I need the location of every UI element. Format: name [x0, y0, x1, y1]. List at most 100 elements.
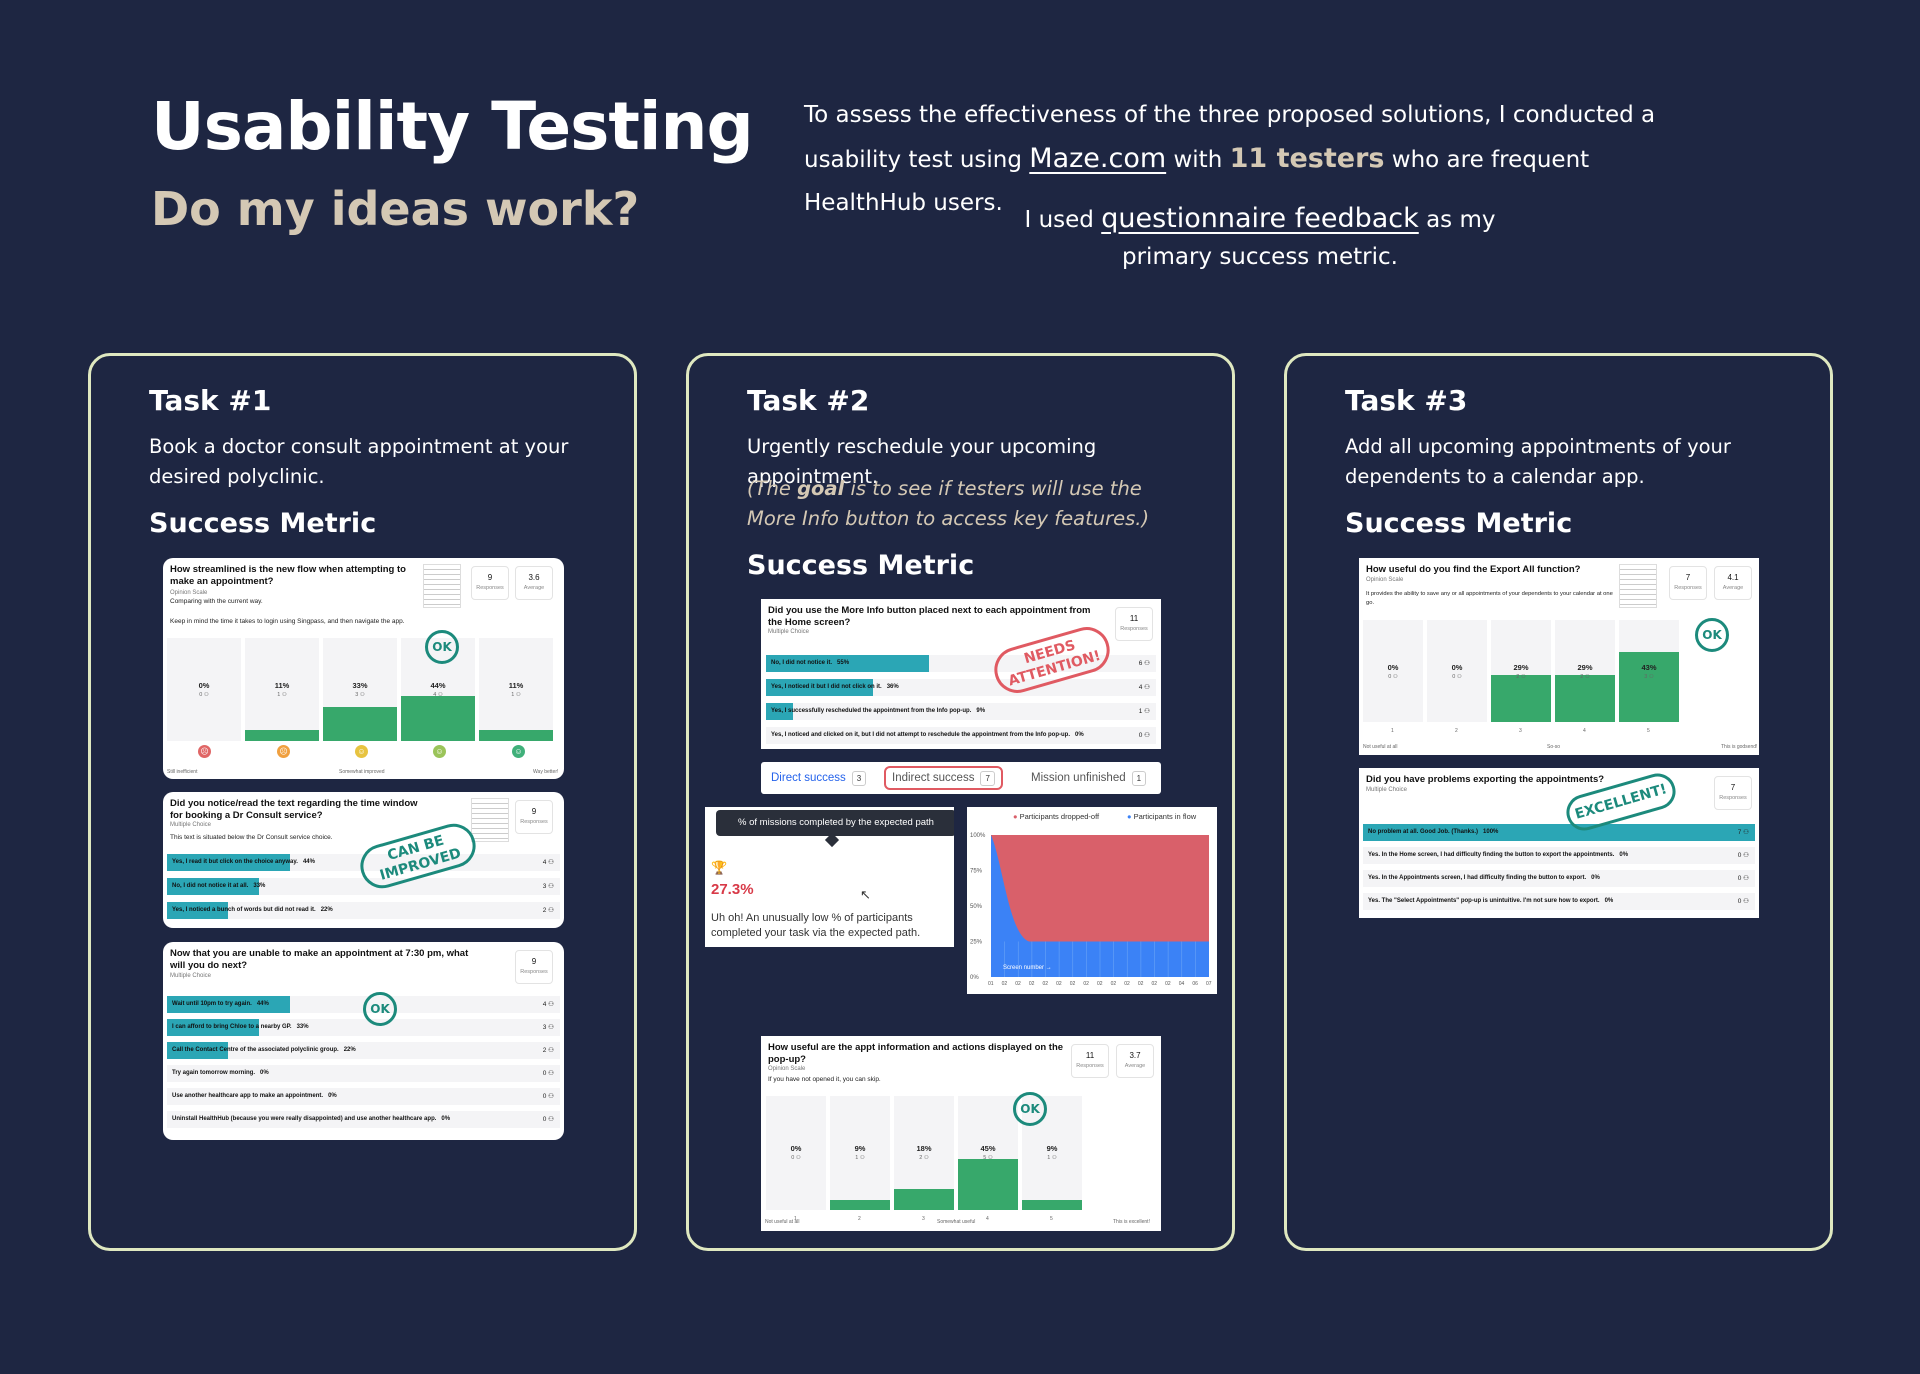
mission-percentage: 27.3% — [711, 881, 754, 898]
column-count: 4 ⚇ — [433, 692, 443, 699]
option-count: 4 ⚇ — [542, 1001, 554, 1008]
column-count: 3 ⚇ — [1644, 673, 1654, 680]
page-subtitle: Do my ideas work? — [151, 182, 640, 236]
task-1-title: Task #1 — [149, 384, 272, 417]
option-bar — [167, 854, 290, 871]
sad-face-icon: ☹ — [198, 745, 211, 758]
task-3-title: Task #3 — [1345, 384, 1468, 417]
column-x-label: 3 — [922, 1216, 925, 1222]
opinion-column: 11%1 ⚇ — [479, 638, 553, 741]
dropoff-chart: ● Participants dropped-off ● Participant… — [967, 807, 1217, 994]
option-row: Uninstall HealthHub (because you were re… — [167, 1111, 560, 1128]
questionnaire-link[interactable]: questionnaire feedback — [1101, 203, 1419, 234]
option-percent: 9% — [976, 708, 986, 714]
scale-low: Still inefficient — [167, 769, 198, 775]
y-tick-label: 100% — [970, 833, 986, 839]
x-tick-label: 01 — [988, 981, 994, 987]
option-bar — [167, 878, 260, 895]
opinion-column: 29%2 ⚇ — [1491, 620, 1551, 722]
option-text: Try again tomorrow morning. — [172, 1070, 256, 1076]
option-bar — [1363, 824, 1755, 841]
column-fill — [401, 695, 475, 741]
question-type: Multiple Choice — [170, 822, 212, 828]
option-text: No, I did not notice it. — [771, 660, 832, 666]
option-count: 0 ⚇ — [1737, 852, 1749, 859]
opinion-column: 0%0 ⚇ — [167, 638, 241, 741]
column-percent: 43% — [1641, 662, 1657, 672]
x-tick-label: 02 — [1056, 981, 1062, 987]
x-tick-label: 02 — [1015, 981, 1021, 987]
scale-high: Way better! — [533, 769, 559, 775]
opinion-column: 33%3 ⚇ — [323, 638, 397, 741]
column-fill — [1619, 651, 1679, 722]
maze-link[interactable]: Maze.com — [1029, 143, 1167, 174]
option-label: Yes, I noticed a bunch of words but did … — [172, 902, 333, 919]
option-label: Yes. In the Home screen, I had difficult… — [1368, 847, 1628, 864]
option-percent: 22% — [343, 1047, 356, 1053]
task-2-metric-heading: Success Metric — [747, 550, 975, 581]
task-1-metric-heading: Success Metric — [149, 508, 377, 539]
page-title: Usability Testing — [151, 88, 754, 165]
option-label: Yes. The "Select Appointments" pop-up is… — [1368, 893, 1613, 910]
option-row: Yes. The "Select Appointments" pop-up is… — [1363, 893, 1755, 910]
column-x-label: 4 — [986, 1216, 989, 1222]
legend-in-flow: ● Participants in flow — [1127, 812, 1197, 821]
option-count: 0 ⚇ — [1737, 875, 1749, 882]
option-text: Yes. The "Select Appointments" pop-up is… — [1368, 898, 1600, 904]
question-type: Opinion Scale — [170, 590, 208, 596]
task-3-card: Task #3 Add all upcoming appointments of… — [1284, 353, 1833, 1251]
option-text: Use another healthcare app to make an ap… — [172, 1093, 324, 1099]
scale-high: This is excellent! — [1113, 1219, 1150, 1225]
option-bar — [766, 703, 793, 720]
task-3-desc: Add all upcoming appointments of your de… — [1345, 435, 1731, 488]
option-count: 0 ⚇ — [1737, 898, 1749, 905]
x-tick-label: 07 — [1206, 981, 1212, 987]
option-percent: 44% — [256, 1001, 269, 1007]
option-percent: 55% — [837, 660, 850, 666]
option-row: Yes, I noticed and clicked on it, but I … — [766, 727, 1156, 744]
option-label: Yes, I read it but click on the choice a… — [172, 854, 315, 871]
option-label: Yes, I successfully rescheduled the appo… — [771, 703, 985, 720]
option-row: No, I did not notice it at all. 33%3 ⚇ — [167, 878, 560, 895]
option-bar — [766, 679, 873, 696]
column-count: 1 ⚇ — [855, 1154, 865, 1161]
option-count: 2 ⚇ — [542, 1047, 554, 1054]
x-tick-label: 02 — [1097, 981, 1103, 987]
option-text: Wait until 10pm to try again. — [172, 1001, 252, 1007]
ok-stamp: OK — [363, 992, 397, 1026]
option-label: No, I did not notice it. 55% — [771, 655, 849, 672]
opinion-column: 18%2 ⚇ — [894, 1096, 954, 1210]
option-label: No problem at all. Good Job. (Thanks.) 1… — [1368, 824, 1498, 841]
scale-mid: Somewhat improved — [339, 769, 385, 775]
column-x-label: 4 — [1583, 728, 1586, 734]
column-percent: 18% — [916, 1143, 932, 1153]
option-count: 0 ⚇ — [542, 1093, 554, 1100]
option-text: Yes, I noticed it but I did not click on… — [771, 684, 882, 690]
intro-text: To assess the effectiveness of the three… — [804, 94, 1704, 225]
question-type: Multiple Choice — [768, 629, 810, 635]
option-bar — [167, 1042, 229, 1059]
option-row: No, I did not notice it. 55%6 ⚇ — [766, 655, 1156, 672]
x-tick-label: 02 — [1070, 981, 1076, 987]
x-tick-label: 02 — [1111, 981, 1117, 987]
task-1-desc: Book a doctor consult appointment at you… — [149, 435, 569, 488]
column-count: 1 ⚇ — [1047, 1154, 1057, 1161]
neutral-face-icon: ☺ — [355, 745, 368, 758]
column-fill — [830, 1199, 890, 1210]
option-count: 1 ⚇ — [1138, 708, 1150, 715]
option-text: Uninstall HealthHub (because you were re… — [172, 1116, 437, 1122]
screenshot-thumbnail — [471, 798, 509, 842]
opinion-column: 0%0 ⚇ — [1427, 620, 1487, 722]
option-row: Yes. In the Home screen, I had difficult… — [1363, 847, 1755, 864]
task-2-card: Task #2 Urgently reschedule your upcomin… — [686, 353, 1235, 1251]
question-text: Now that you are unable to make an appoi… — [170, 948, 469, 971]
column-percent: 11% — [508, 681, 524, 691]
